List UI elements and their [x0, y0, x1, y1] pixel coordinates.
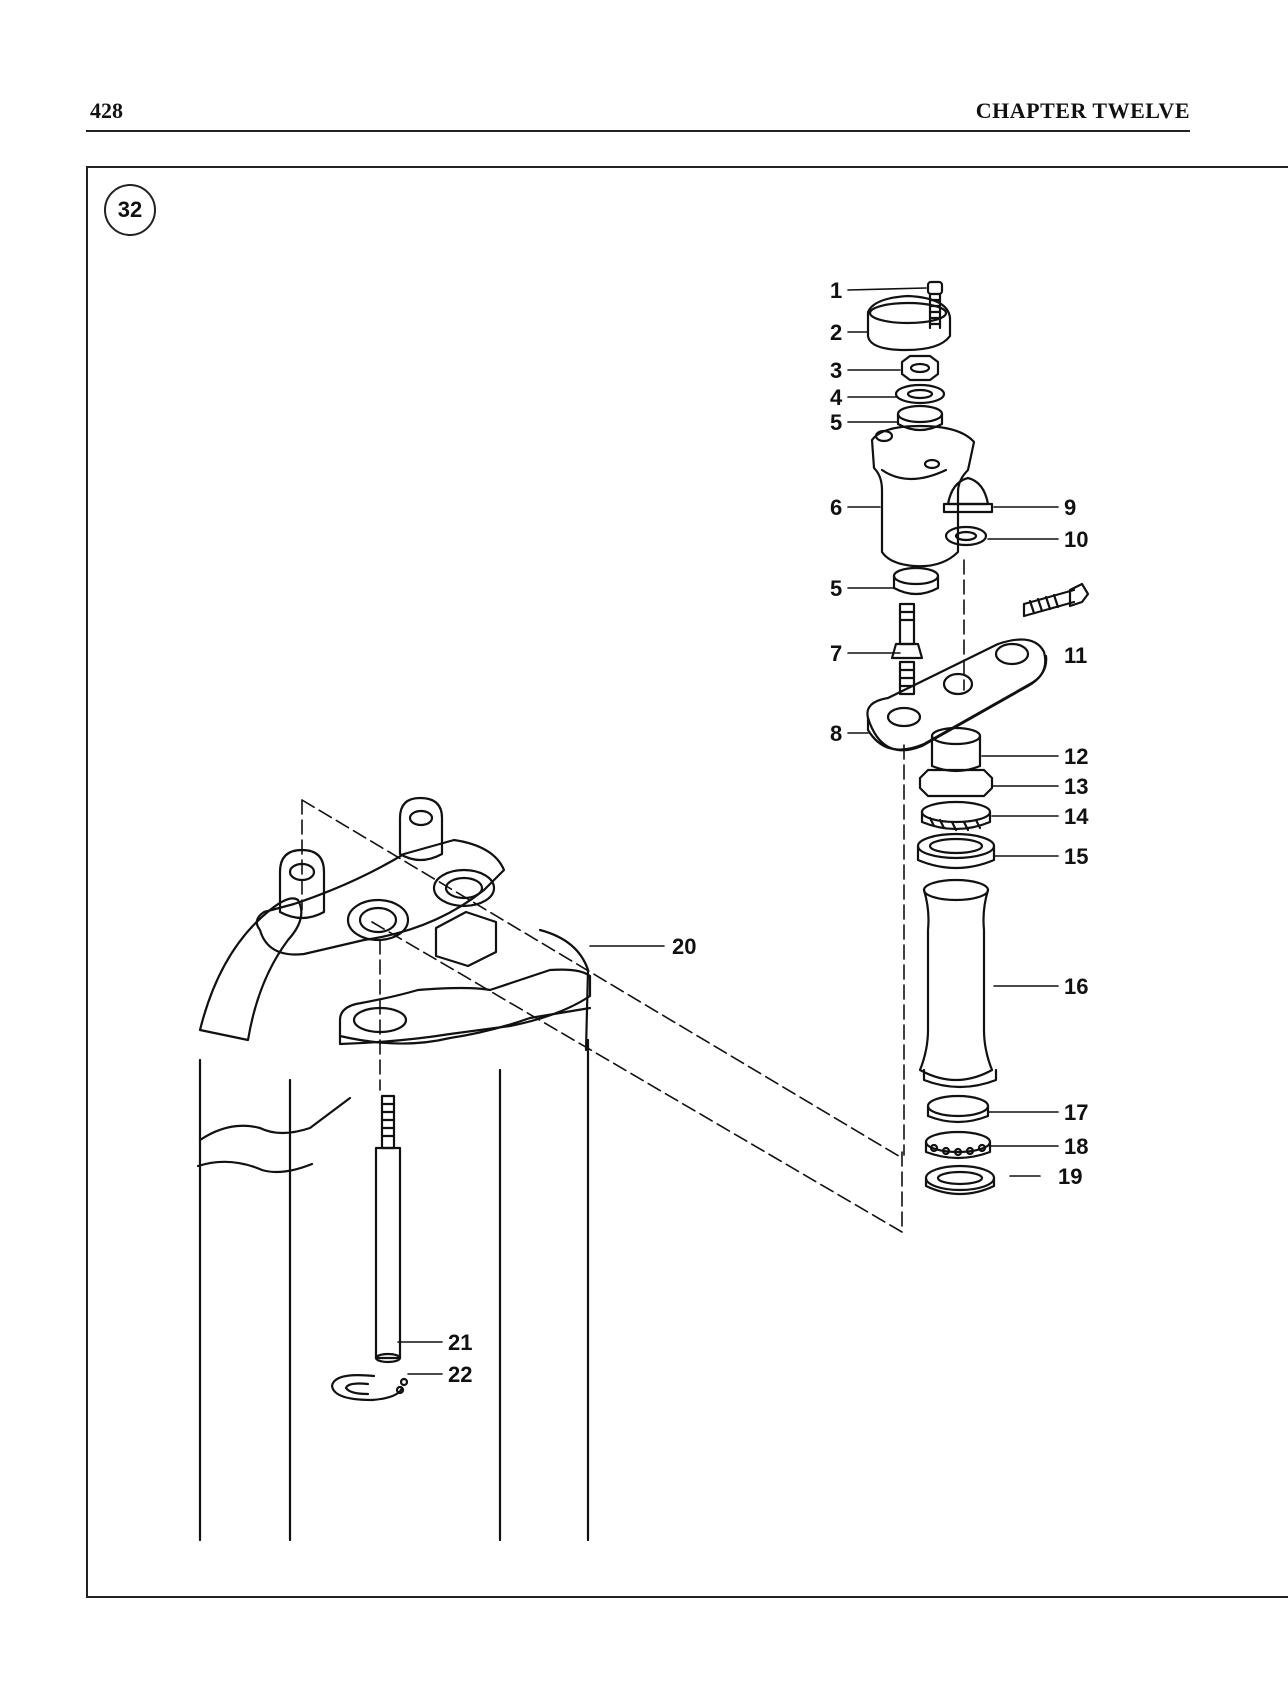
part-head-tube-16: [918, 878, 998, 1089]
callout-22: 22: [448, 1362, 472, 1387]
leader-lines: [397, 287, 1059, 1375]
callout-17: 17: [1064, 1100, 1088, 1125]
part-circlip-22: [330, 1374, 409, 1402]
part-nut-13: [918, 768, 994, 798]
callout-19: 19: [1058, 1164, 1082, 1189]
part-bearing-18: [924, 1130, 992, 1160]
part-washer-10: [944, 525, 988, 547]
part-bushing-5-upper: [896, 404, 944, 432]
part-washer-4: [894, 383, 946, 405]
part-bolt-11: [1022, 582, 1090, 618]
figure-number-badge: 32: [104, 184, 156, 236]
part-shaft-21: [374, 1094, 402, 1364]
callout-20: 20: [672, 934, 696, 959]
part-race-17: [926, 1094, 990, 1124]
callout-labels: 1 2 3 4 5 6 9 10 5 11 7 8 12 13 14 15 16…: [448, 278, 1089, 1387]
part-body-6: [870, 424, 976, 568]
callout-12: 12: [1064, 744, 1088, 769]
part-fork-assembly-20: [196, 796, 592, 1542]
part-cap-2: [866, 294, 952, 352]
callout-16: 16: [1064, 974, 1088, 999]
part-bushing-5-lower: [892, 566, 940, 596]
callout-10: 10: [1064, 527, 1088, 552]
part-acorn-nut-9: [942, 476, 994, 514]
callout-5-lower: 5: [830, 576, 842, 601]
page-number: 428: [90, 98, 123, 123]
callout-21: 21: [448, 1330, 472, 1355]
callout-7: 7: [830, 641, 842, 666]
part-bearing-14: [920, 800, 992, 832]
part-race-15: [916, 832, 996, 870]
callout-5-upper: 5: [830, 410, 842, 435]
part-nut-3: [900, 354, 940, 382]
callout-4: 4: [830, 385, 843, 410]
callout-1: 1: [830, 278, 842, 303]
callout-18: 18: [1064, 1134, 1088, 1159]
alignment-lines: [301, 559, 965, 1233]
header-rule: [86, 130, 1190, 132]
callout-11: 11: [1064, 643, 1087, 668]
callout-15: 15: [1064, 844, 1088, 869]
chapter-title: CHAPTER TWELVE: [975, 98, 1190, 123]
callout-13: 13: [1064, 774, 1088, 799]
callout-8: 8: [830, 721, 842, 746]
callout-3: 3: [830, 358, 842, 383]
part-bracket-8: [866, 638, 1048, 752]
callout-9: 9: [1064, 495, 1076, 520]
part-stud-7: [890, 602, 924, 696]
callout-6: 6: [830, 495, 842, 520]
callout-2: 2: [830, 320, 842, 345]
figure-frame: [86, 166, 1288, 1598]
callout-14: 14: [1064, 804, 1089, 829]
part-race-19: [924, 1164, 996, 1196]
